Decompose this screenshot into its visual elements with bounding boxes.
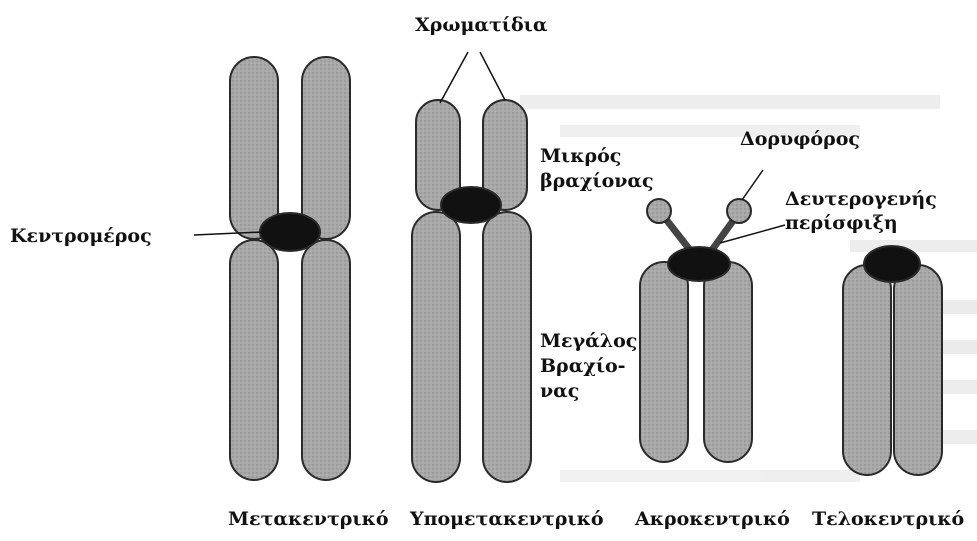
chromatid-upper-left <box>230 57 278 239</box>
chromatid-left <box>640 262 688 462</box>
centromere <box>260 213 320 251</box>
long-arm-label-line2: Βραχίο- <box>540 355 626 377</box>
telocentric-label: Τελοκεντρικό <box>812 508 964 530</box>
secondary-constriction-label-line1: Δευτερογενής <box>785 188 937 210</box>
submetacentric-chromosome <box>412 100 531 482</box>
metacentric-label: Μετακεντρικό <box>228 508 389 530</box>
long-arm-label-line1: Μεγάλος <box>540 330 637 352</box>
short-arm-label-line1: Μικρός <box>540 145 621 167</box>
centromere <box>864 246 920 282</box>
satellite-right <box>727 199 751 223</box>
chromatid-upper-right <box>302 57 350 239</box>
satellite-stalk-right <box>712 218 735 250</box>
satellite-pointer <box>742 170 763 200</box>
acrocentric-label: Ακροκεντρικό <box>635 508 790 530</box>
chromatids-pointer-right <box>480 52 505 100</box>
chromatid-lower-left <box>230 240 278 480</box>
chromatid-lower-right <box>302 240 350 480</box>
chromatid-left <box>843 265 891 475</box>
satellite-label: Δορυφόρος <box>740 128 860 150</box>
chromatids-label: Χρωματίδια <box>415 14 547 36</box>
satellite-stalk-left <box>665 218 690 250</box>
chromatid-lower-right <box>483 212 531 482</box>
chromatid-right <box>894 265 942 475</box>
metacentric-chromosome <box>230 57 350 480</box>
short-arm-label-line2: βραχίονας <box>540 170 654 192</box>
long-arm-label-line3: νας <box>540 380 579 402</box>
satellite-left <box>647 199 671 223</box>
submetacentric-label: Υπομετακεντρικό <box>410 508 604 530</box>
chromatid-lower-left <box>412 212 460 482</box>
centromere-label: Κεντρομέρος <box>10 225 152 247</box>
centromere <box>441 187 501 223</box>
secondary-constriction-label-line2: περίσφιξη <box>785 212 898 234</box>
chromatid-right <box>704 262 752 462</box>
centromere <box>668 247 730 281</box>
chromatids-pointer-left <box>440 52 468 103</box>
